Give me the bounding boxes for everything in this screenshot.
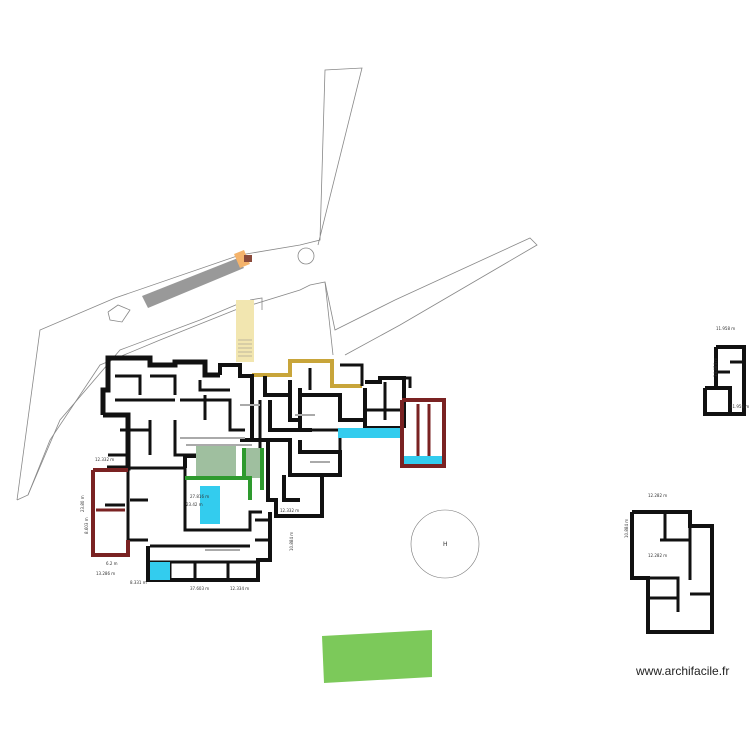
dim-label: 23.80 m bbox=[80, 495, 85, 512]
dim-label: 27.816 m bbox=[190, 494, 209, 499]
annex-building-2-walls bbox=[630, 510, 714, 634]
helipad-circle bbox=[410, 509, 480, 579]
dim-label: 10.884 m bbox=[289, 532, 294, 551]
dim-label: 12.282 m bbox=[648, 553, 667, 558]
dim-label: 12.282 m bbox=[648, 493, 667, 498]
inner-gray-walls bbox=[180, 404, 330, 551]
pool-main bbox=[200, 486, 220, 524]
pool-strip bbox=[338, 428, 400, 438]
gold-wall bbox=[252, 359, 362, 388]
dim-label: 12.334 m bbox=[230, 586, 249, 591]
helipad-label: H bbox=[443, 541, 448, 548]
dim-label: 37.603 m bbox=[190, 586, 209, 591]
dim-label: 23.42 m bbox=[186, 502, 203, 507]
dim-label: 11.958 m bbox=[716, 326, 735, 331]
dim-label: 11.958 m bbox=[730, 404, 749, 409]
dim-label: 10.884 m bbox=[624, 519, 629, 538]
pool-brick bbox=[404, 456, 442, 464]
entrance-stairs bbox=[238, 339, 252, 357]
dim-label: 6.2 m bbox=[106, 561, 118, 566]
beige-path bbox=[236, 300, 254, 362]
watermark-text[interactable]: www.archifacile.fr bbox=[636, 664, 730, 678]
paving-area-2 bbox=[244, 448, 264, 478]
site-outline bbox=[16, 67, 538, 501]
dim-label: 8.603 m bbox=[84, 517, 89, 534]
dim-label: 8.331 m bbox=[130, 580, 147, 585]
gray-roof-strip bbox=[142, 258, 244, 308]
dimension-labels: 27.816 m 23.42 m 37.603 m 13.286 m 8.331… bbox=[80, 326, 749, 591]
pool-small bbox=[150, 562, 170, 580]
dim-label: 12.332 m bbox=[280, 508, 299, 513]
brick-walls bbox=[91, 398, 446, 557]
dim-label: 14.484 m bbox=[713, 358, 718, 377]
orange-element bbox=[234, 250, 250, 268]
lawn bbox=[322, 630, 432, 683]
dim-label: 12.332 m bbox=[95, 457, 114, 462]
dim-label: 13.286 m bbox=[96, 571, 115, 576]
paving-area-1 bbox=[196, 446, 236, 476]
annex-building-1-walls bbox=[703, 345, 746, 416]
brown-block bbox=[244, 255, 252, 262]
hedges bbox=[185, 448, 264, 500]
